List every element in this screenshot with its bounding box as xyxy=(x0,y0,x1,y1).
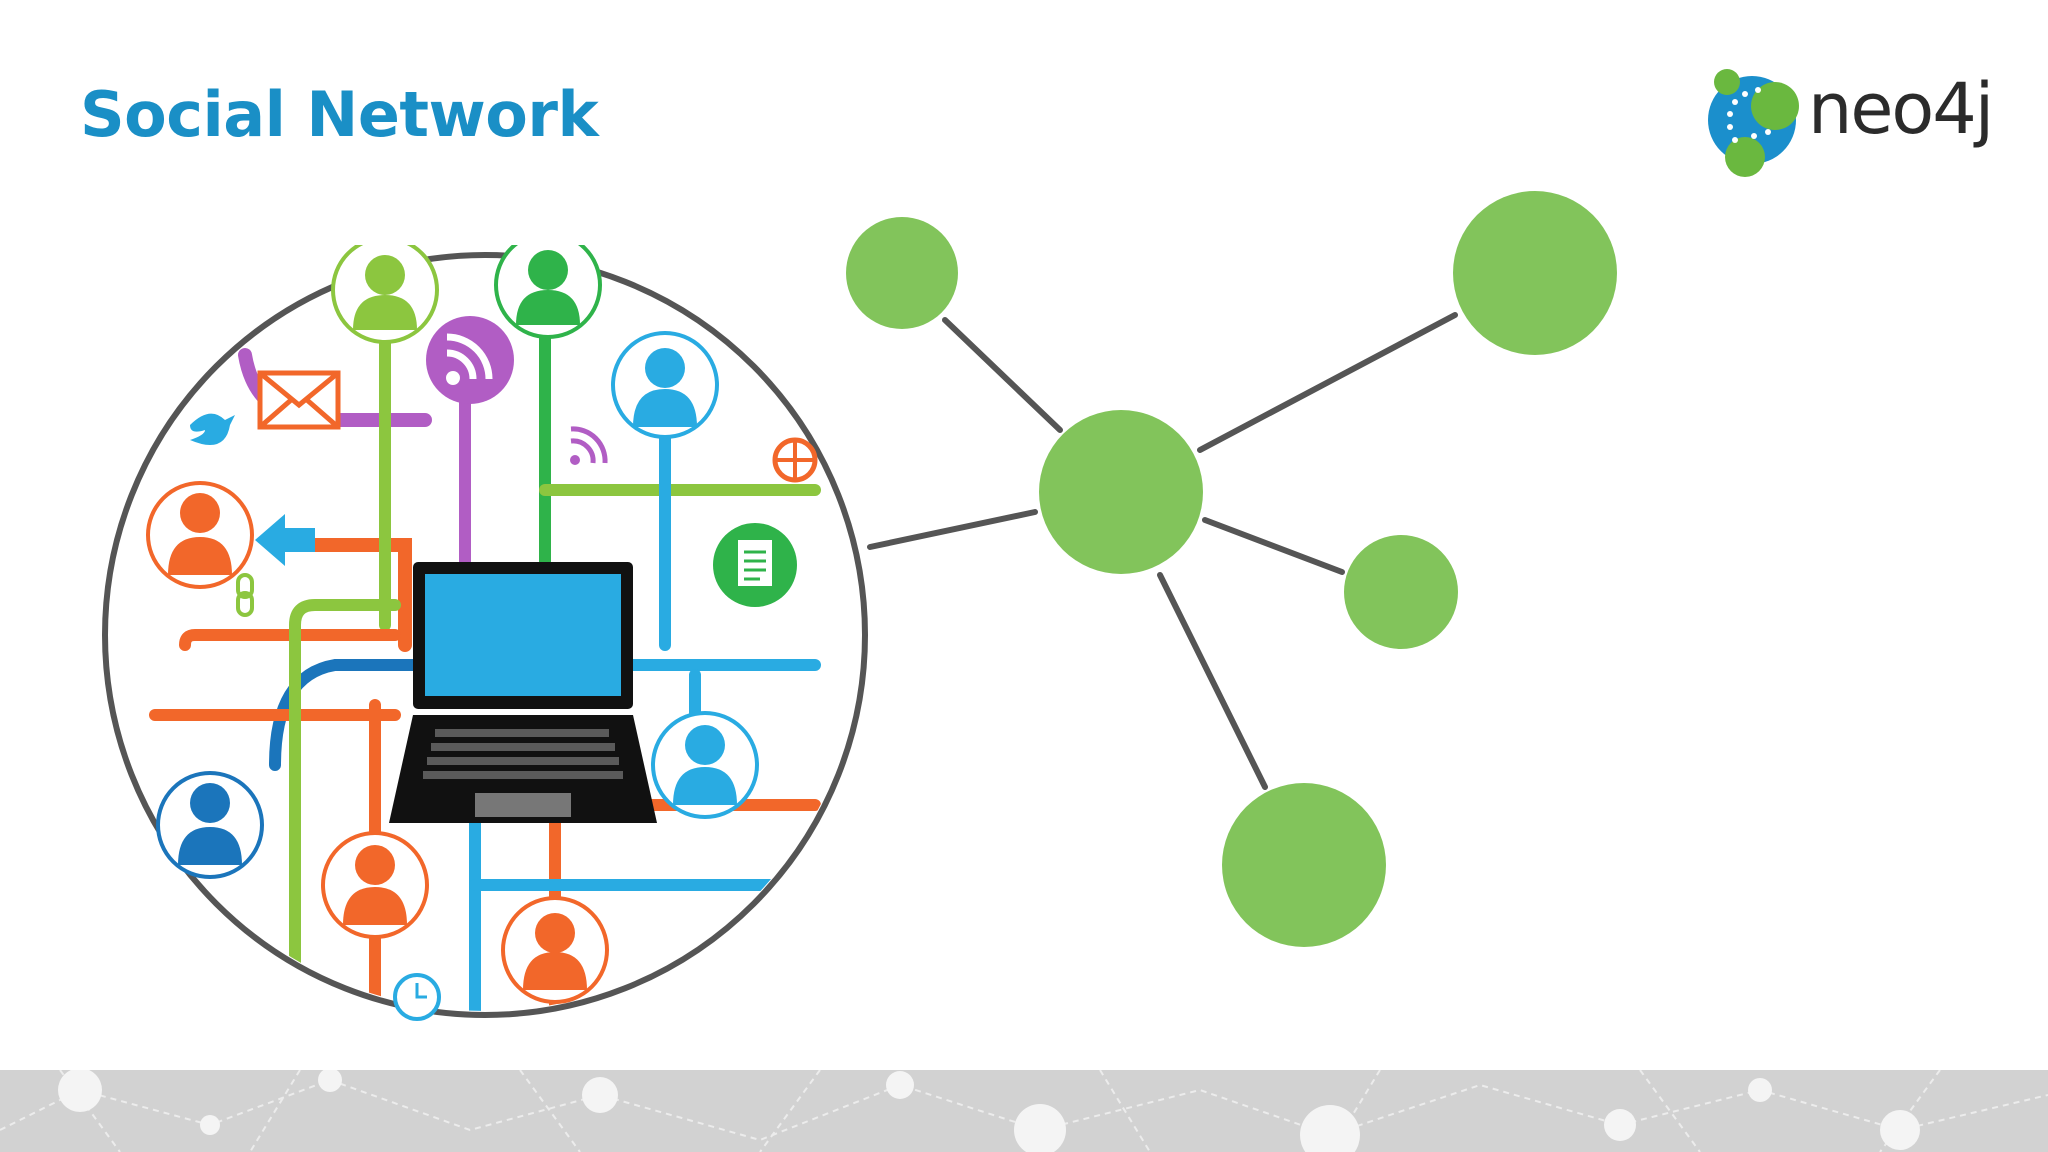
graph-node xyxy=(1039,410,1203,574)
graph-edge xyxy=(1202,517,1345,575)
network-pattern-background xyxy=(0,1070,2048,1152)
document-icon xyxy=(713,523,797,607)
person-icon xyxy=(494,245,602,339)
rss-small-icon xyxy=(570,426,608,465)
graph-node xyxy=(1222,783,1386,947)
person-icon xyxy=(146,481,254,589)
graph-edge xyxy=(1197,312,1458,453)
laptop-icon xyxy=(389,562,657,823)
neo4j-logo-text: neo4j xyxy=(1808,68,1994,150)
rss-icon xyxy=(426,316,514,404)
clock-icon xyxy=(393,973,441,1021)
neo4j-logo-mark-icon xyxy=(1708,69,1799,177)
slide-title: Social Network xyxy=(80,78,599,151)
person-icon xyxy=(611,331,719,439)
person-icon xyxy=(156,771,264,879)
neo4j-logo: neo4j xyxy=(1700,62,2000,182)
person-icon xyxy=(501,896,609,1004)
graph-node xyxy=(1453,191,1617,355)
person-icon xyxy=(321,831,429,939)
graph-edge xyxy=(942,317,1063,433)
footer-network-band xyxy=(0,1070,2048,1152)
graph-node xyxy=(1344,535,1458,649)
person-icon xyxy=(331,245,439,344)
graph-edge xyxy=(867,509,1038,550)
arrow-left-icon xyxy=(255,514,315,566)
graph-edge xyxy=(1157,572,1268,790)
person-icon xyxy=(651,711,759,819)
globe-icon xyxy=(772,437,818,483)
social-network-illustration xyxy=(102,245,868,1021)
twitter-bird-icon xyxy=(190,413,235,445)
chain-link-icon xyxy=(236,573,254,617)
envelope-icon xyxy=(257,370,341,430)
